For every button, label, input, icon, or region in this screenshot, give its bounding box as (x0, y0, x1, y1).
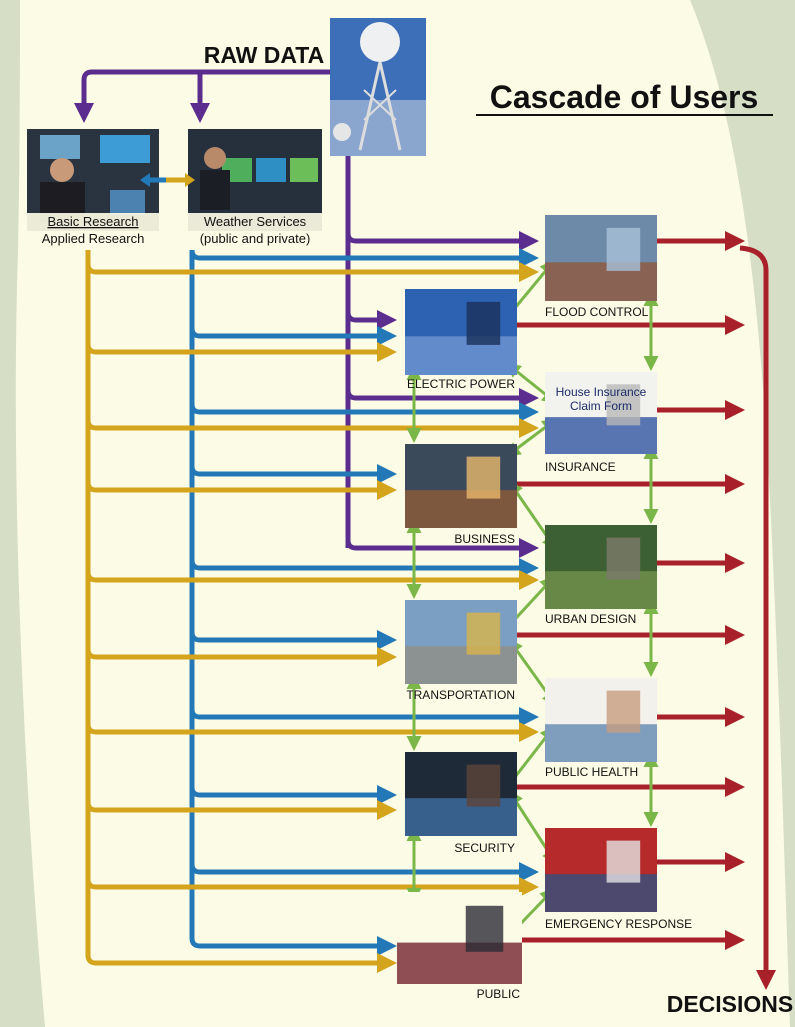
user-label-insurance: INSURANCE (545, 460, 616, 474)
user-node-security: SECURITY (405, 752, 517, 855)
user-node-power: ELECTRIC POWER (405, 289, 517, 391)
radar-tower-photo (330, 18, 426, 156)
user-node-transport: TRANSPORTATION (405, 600, 517, 702)
user-node-public: PUBLIC (397, 892, 522, 1001)
source-research-line1: Basic Research (47, 214, 138, 229)
source-weather-line2: (public and private) (200, 231, 311, 246)
user-node-health: PUBLIC HEALTH (545, 678, 657, 779)
user-label-emergency: EMERGENCY RESPONSE (545, 917, 692, 931)
user-label-flood: FLOOD CONTROL (545, 305, 649, 319)
user-label-public: PUBLIC (477, 987, 521, 1001)
user-node-insurance: INSURANCE (545, 372, 657, 474)
user-node-urban: URBAN DESIGN (545, 525, 657, 626)
source-research-line2: Applied Research (42, 231, 145, 246)
insurance-form-line1: House Insurance (556, 385, 647, 399)
user-node-emergency: EMERGENCY RESPONSE (545, 828, 692, 931)
user-label-security: SECURITY (454, 841, 515, 855)
user-label-transport: TRANSPORTATION (406, 688, 515, 702)
user-node-business: BUSINESS (405, 444, 517, 546)
decisions-label: DECISIONS (667, 991, 794, 1017)
page-title: Cascade of Users (490, 79, 759, 115)
source-weather-line1: Weather Services (204, 214, 307, 229)
user-label-urban: URBAN DESIGN (545, 612, 636, 626)
user-label-power: ELECTRIC POWER (407, 377, 515, 391)
user-nodes: FLOOD CONTROL ELECTRIC POWER INSURANCE BUSI… (397, 215, 692, 1001)
user-label-business: BUSINESS (454, 532, 515, 546)
insurance-form-line2: Claim Form (570, 399, 632, 413)
user-node-flood: FLOOD CONTROL (545, 215, 657, 319)
user-label-health: PUBLIC HEALTH (545, 765, 638, 779)
raw-data-label: RAW DATA (204, 42, 325, 68)
